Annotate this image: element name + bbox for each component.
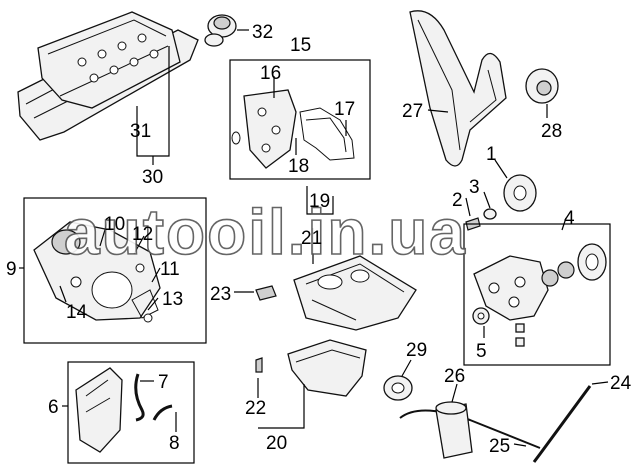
callout-16: 16 <box>260 63 281 84</box>
callout-14: 14 <box>66 302 88 323</box>
cover-hose-8 <box>152 404 173 421</box>
callout-24: 24 <box>610 373 632 394</box>
oil-pump <box>473 243 607 347</box>
lower-cover-group-box <box>23 197 207 344</box>
callout-13: 13 <box>162 289 183 310</box>
callout-2: 2 <box>452 190 463 211</box>
callout-23: 23 <box>210 284 231 305</box>
oil-filter <box>435 401 473 459</box>
oil-filter-adapter <box>383 375 413 401</box>
callout-28: 28 <box>541 121 562 142</box>
callout-3: 3 <box>469 177 480 198</box>
callout-30: 30 <box>142 167 163 188</box>
callout-11: 11 <box>160 259 180 280</box>
callout-20: 20 <box>266 433 287 454</box>
leader-lines <box>19 29 609 447</box>
callout-15: 15 <box>290 35 311 56</box>
cover-hose-7 <box>134 373 145 422</box>
dowel-pin <box>255 357 263 373</box>
watermark: autooil.in.ua <box>64 196 467 268</box>
callout-10: 10 <box>104 214 125 235</box>
callout-5: 5 <box>476 341 487 362</box>
timing-cover-group-box <box>229 59 371 180</box>
crankshaft-sprocket <box>525 68 559 104</box>
timing-cover-gasket <box>299 107 355 161</box>
timing-belt <box>409 10 507 167</box>
callout-22: 22 <box>245 398 266 419</box>
crankshaft-pulley <box>503 174 537 212</box>
callout-12: 12 <box>132 224 153 245</box>
timing-belt-cover <box>75 367 123 453</box>
callout-31: 31 <box>130 121 151 142</box>
oil-seal <box>472 307 490 325</box>
valve-cover <box>37 11 181 109</box>
callout-25: 25 <box>489 436 510 457</box>
oil-pump-group-box <box>463 223 611 366</box>
callout-1: 1 <box>486 144 497 165</box>
dipstick <box>532 385 592 463</box>
oil-pan-upper <box>293 255 417 331</box>
washer <box>483 208 497 220</box>
callout-26: 26 <box>444 366 465 387</box>
callout-19: 19 <box>309 191 330 212</box>
callout-18: 18 <box>288 156 309 177</box>
callout-4: 4 <box>564 208 575 229</box>
drain-plug <box>255 285 277 301</box>
oil-filler-cap <box>204 14 237 47</box>
callout-8: 8 <box>169 433 180 454</box>
cover-group-box-6 <box>67 361 195 464</box>
callout-29: 29 <box>406 340 427 361</box>
callout-21: 21 <box>301 228 322 249</box>
callout-9: 9 <box>6 259 17 280</box>
oil-pan-lower <box>287 339 367 397</box>
callout-labels: 1 2 3 4 5 6 7 8 9 10 11 12 13 14 15 16 1… <box>6 22 632 457</box>
callout-32: 32 <box>252 22 273 43</box>
dipstick-tube <box>399 409 541 449</box>
callout-17: 17 <box>334 99 355 120</box>
timing-cover-upper <box>231 89 297 169</box>
lower-timing-cover <box>33 221 161 321</box>
callout-7: 7 <box>158 372 169 393</box>
cover-gasket-seal <box>131 289 159 323</box>
callout-27: 27 <box>402 101 423 122</box>
callout-6: 6 <box>48 397 59 418</box>
